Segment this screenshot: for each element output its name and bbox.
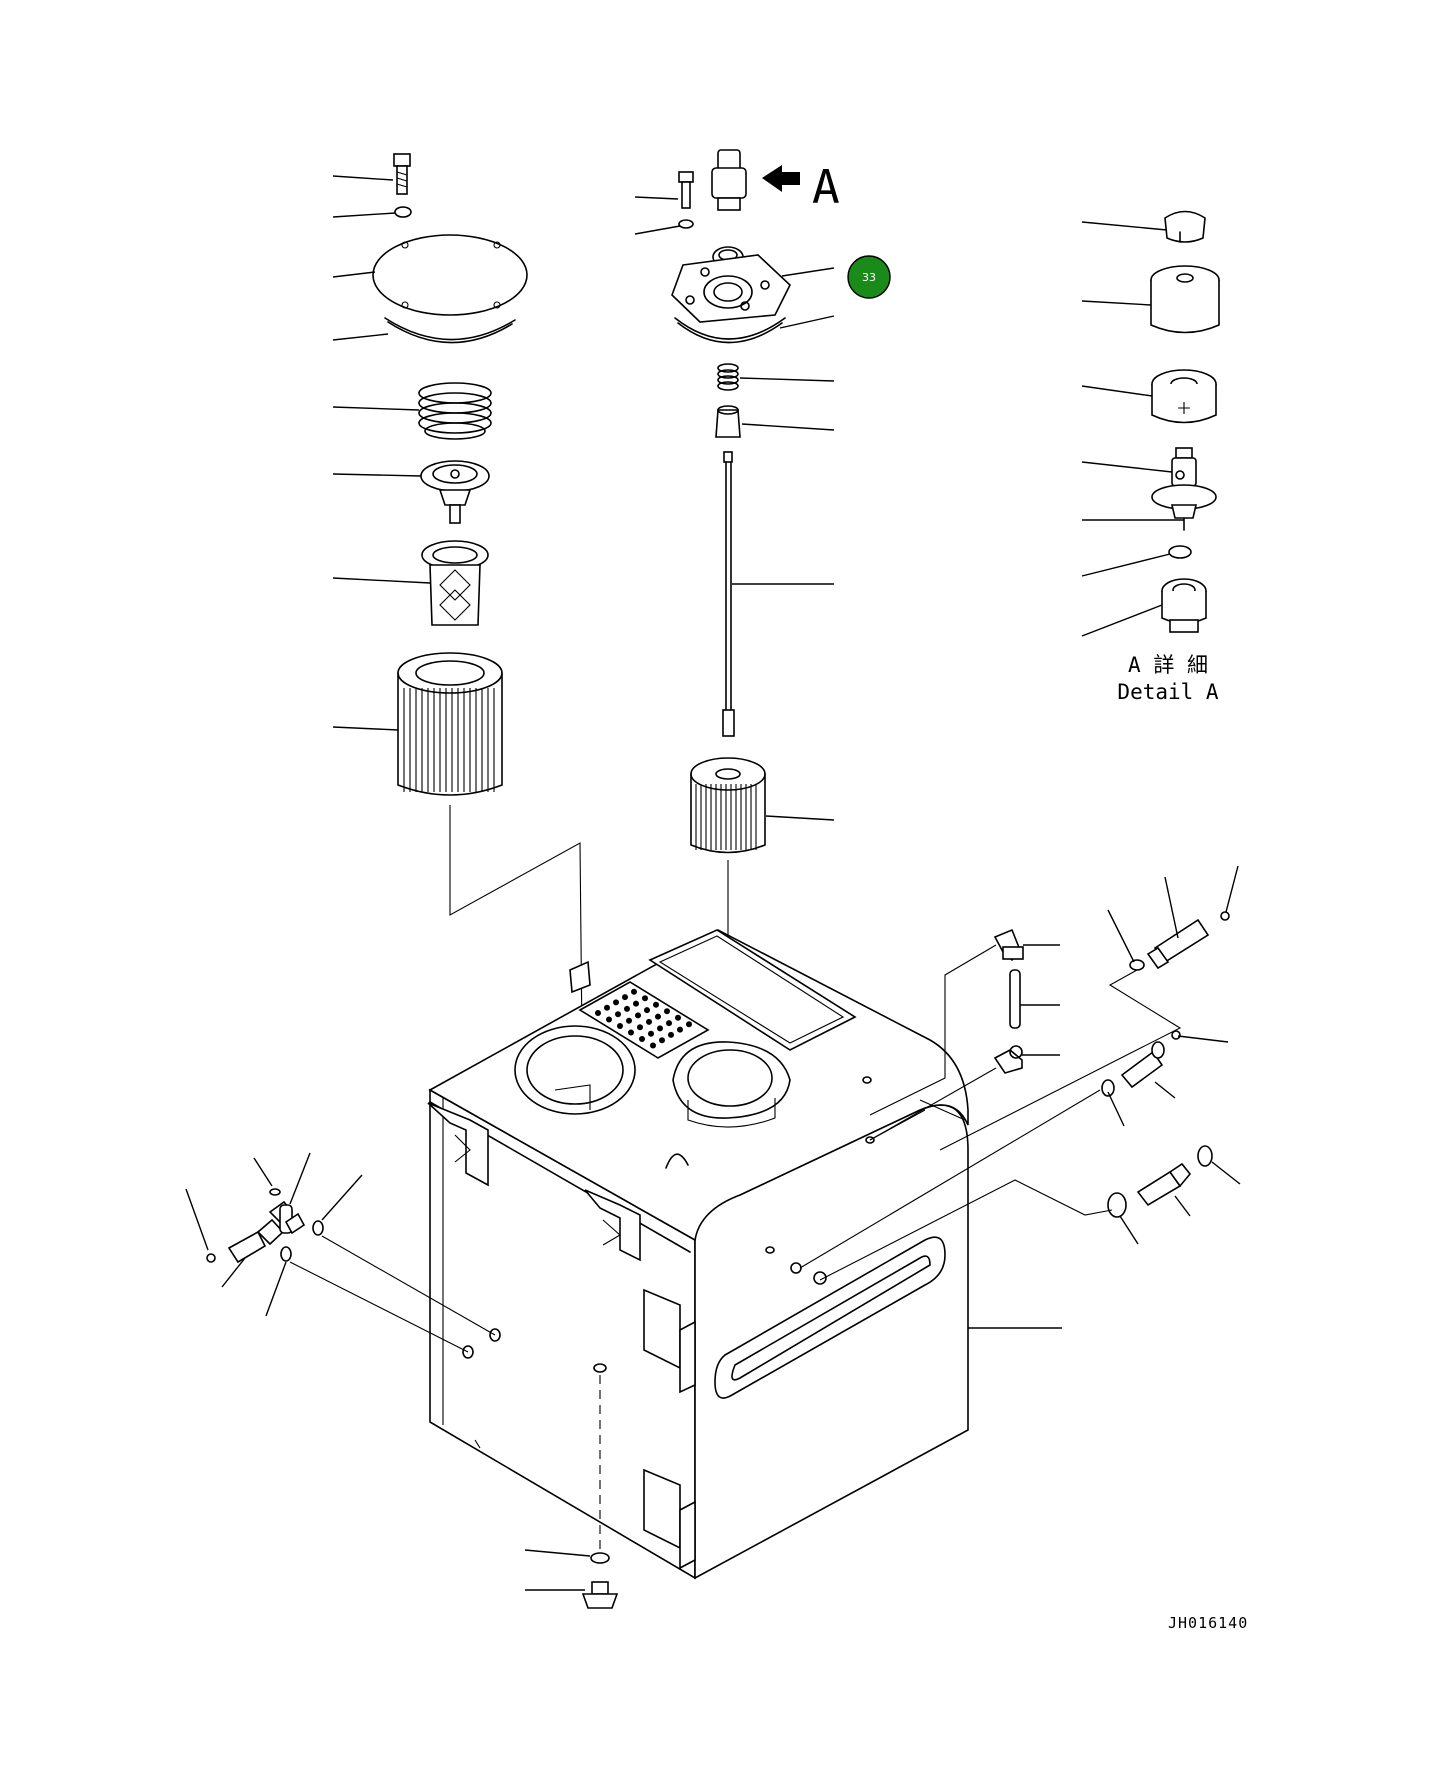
perforation-hole [653,1001,659,1008]
perforation-hole [637,1024,643,1031]
left-fittings [206,1188,496,1353]
right-fittings [799,911,1230,1281]
perforation-hole [677,1026,683,1033]
perforation-hole [633,1000,639,1007]
breather-body-part [1150,265,1220,334]
washer-part [394,206,412,218]
perforation-hole [642,995,648,1002]
perforation-hole [648,1030,654,1037]
breather-cap [711,149,747,211]
detail-label-japanese: A 詳 細 [1128,653,1208,677]
view-arrow-icon [762,165,800,192]
tank-sight-gauge [714,1236,946,1399]
leader-lines-tank [524,1327,1062,1591]
leader-lines-left-fittings [185,1152,363,1317]
spring-small-part [717,363,739,391]
leader-lines-right [1081,221,1184,637]
leader-lines-right-fittings [1020,865,1241,1245]
perforation-hole [617,1023,623,1029]
leader-lines-center [634,196,835,821]
spring-part [418,382,492,440]
perforation-hole [686,1021,692,1028]
perforation-hole [622,994,628,1001]
tank-top-cover [648,929,857,1051]
view-a-label: A [812,160,840,214]
detail-label-english: Detail A [1117,680,1219,704]
perforation-hole [624,1005,630,1012]
left-assembly [372,153,583,1041]
perforation-hole [626,1017,632,1024]
breather-element-part [1151,369,1217,424]
perforation-hole [675,1014,681,1021]
breather-adapter-part [1161,578,1207,633]
perforation-hole [646,1018,652,1025]
perforation-hole [639,1036,645,1042]
perforation-hole [644,1007,650,1014]
perforation-hole [668,1031,674,1038]
drawing-number: JH016140 [1168,1614,1248,1632]
perforation-hole [666,1020,672,1027]
strainer-part [421,540,489,626]
perforation-hole [615,1011,621,1018]
perforation-hole [628,1029,634,1036]
bolt-part [393,153,411,195]
leader-lines-left [332,175,431,731]
perforation-hole [655,1013,661,1020]
breather-valve-part [1151,447,1217,531]
o-ring-part [384,317,516,341]
filter-cover-part [671,254,791,323]
perforation-hole [595,1010,601,1016]
detail-a-assembly: A 詳 細 Detail A [1117,210,1220,704]
perforation-hole [659,1037,665,1044]
perforation-hole [650,1042,656,1049]
perforation-hole [604,1004,610,1011]
perforation-hole [631,988,637,995]
filter-element-left [397,652,503,796]
tank-strainer-port [514,1025,636,1115]
drain-plug-part [581,1581,619,1609]
part-callout-number: 33 [862,271,876,284]
perforation-hole [606,1016,612,1023]
part-callout-badge[interactable]: 33 [847,255,891,299]
center-assembly: A [671,149,840,1060]
valve-part [420,460,490,524]
perforation-hole [613,999,619,1006]
rod-part [722,451,735,737]
cover-plate-part [372,234,528,316]
tank-perforated-plate [578,981,710,1059]
perforation-hole [635,1012,641,1019]
hydraulic-tank [427,929,969,1609]
tank-return-port [672,1041,791,1128]
perforation-hole [664,1008,670,1015]
perforation-hole [657,1025,663,1032]
filter-element-center [690,757,766,854]
